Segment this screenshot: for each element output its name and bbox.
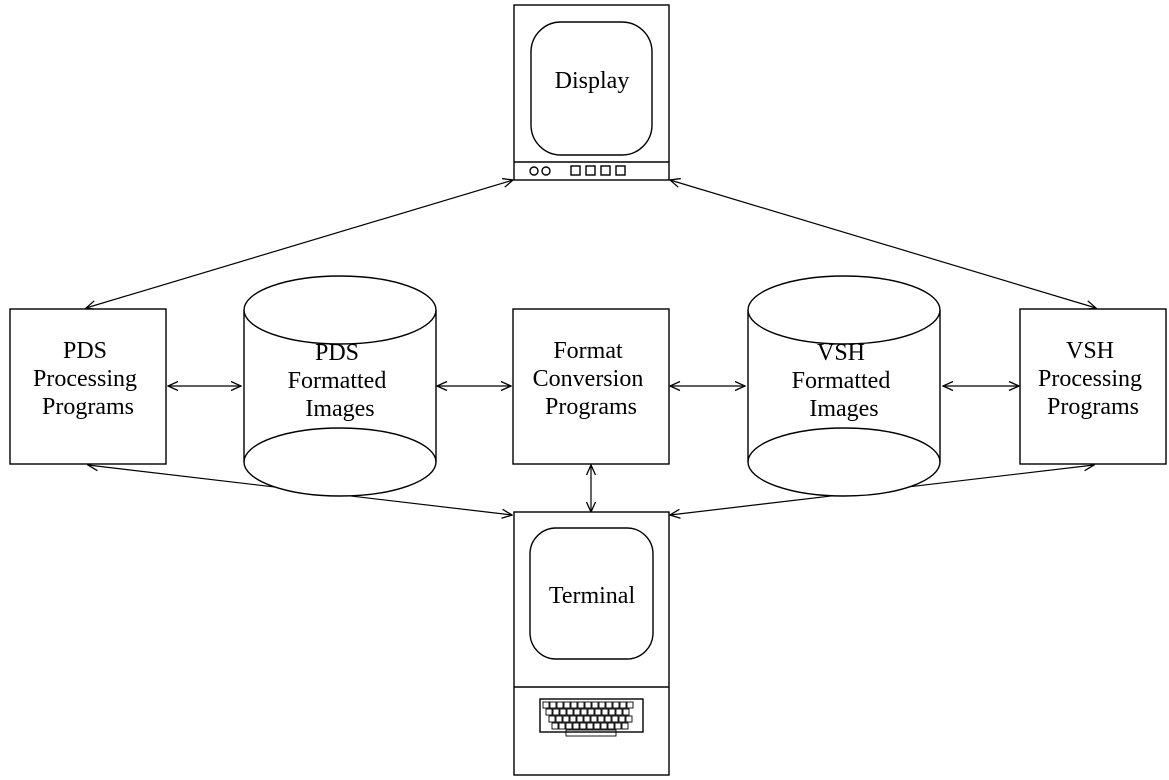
pds-images-label: PDS Formatted Images: [288, 340, 393, 422]
keyboard-key: [600, 722, 608, 730]
format-conversion-label: Format Conversion Programs: [533, 338, 650, 420]
keyboard-key: [572, 722, 580, 730]
keyboard-key: [551, 722, 559, 730]
keyboard-key: [591, 701, 599, 709]
keyboard-key: [545, 708, 553, 716]
keyboard-key: [615, 708, 623, 716]
keyboard-key: [552, 708, 560, 716]
keyboard-key: [605, 701, 613, 709]
keyboard-key: [565, 722, 573, 730]
keyboard-key: [566, 708, 574, 716]
display-control-panel: [529, 165, 626, 176]
keyboard-key: [590, 715, 598, 723]
keyboard-key: [619, 701, 627, 709]
keyboard-key: [593, 722, 601, 730]
keyboard-key: [621, 722, 629, 730]
keyboard-key: [612, 701, 620, 709]
keyboard-key: [542, 701, 550, 709]
keyboard-key: [569, 715, 577, 723]
keyboard-key: [598, 701, 606, 709]
keyboard-key: [555, 715, 563, 723]
keyboard-key: [611, 715, 619, 723]
keyboard-key: [604, 715, 612, 723]
keyboard-key: [549, 701, 557, 709]
keyboard-key: [614, 722, 622, 730]
terminal: Terminal: [513, 511, 670, 776]
terminal-label: Terminal: [549, 583, 636, 609]
vsh-images-label: VSH Formatted Images: [792, 340, 897, 422]
keyboard-key: [626, 701, 634, 709]
keyboard-key: [556, 701, 564, 709]
keyboard-key: [583, 715, 591, 723]
pds-processing-label: PDS Processing Programs: [33, 338, 143, 420]
keyboard-key: [573, 708, 581, 716]
vsh-processing-programs-box: VSH Processing Programs: [1019, 308, 1167, 465]
connector-display-pds-processing: [86, 180, 513, 308]
keyboard-icon: [539, 698, 644, 737]
keyboard-key: [586, 722, 594, 730]
keyboard-key: [559, 708, 567, 716]
format-conversion-programs-box: Format Conversion Programs: [512, 308, 670, 465]
keyboard-key: [607, 722, 615, 730]
keyboard-key: [601, 708, 609, 716]
keyboard-spacebar: [565, 729, 617, 737]
keyboard-key: [608, 708, 616, 716]
keyboard-key: [558, 722, 566, 730]
keyboard-key: [587, 708, 595, 716]
keyboard-key: [579, 722, 587, 730]
keyboard-key: [576, 715, 584, 723]
keyboard-key: [625, 715, 633, 723]
keyboard-key: [594, 708, 602, 716]
pds-formatted-images-cylinder: PDS Formatted Images: [243, 275, 437, 497]
display-label: Display: [555, 68, 630, 94]
keyboard-key: [622, 708, 630, 716]
keyboard-key: [563, 701, 571, 709]
connector-display-vsh-processing: [670, 180, 1096, 308]
pds-processing-programs-box: PDS Processing Programs: [9, 308, 167, 465]
vsh-processing-label: VSH Processing Programs: [1038, 338, 1148, 420]
keyboard-key: [580, 708, 588, 716]
keyboard-key: [562, 715, 570, 723]
keyboard-key: [570, 701, 578, 709]
keyboard-key: [597, 715, 605, 723]
keyboard-key: [618, 715, 626, 723]
display-monitor: Display: [513, 4, 670, 181]
vsh-formatted-images-cylinder: VSH Formatted Images: [747, 275, 941, 497]
keyboard-key: [548, 715, 556, 723]
keyboard-key: [584, 701, 592, 709]
keyboard-key: [577, 701, 585, 709]
